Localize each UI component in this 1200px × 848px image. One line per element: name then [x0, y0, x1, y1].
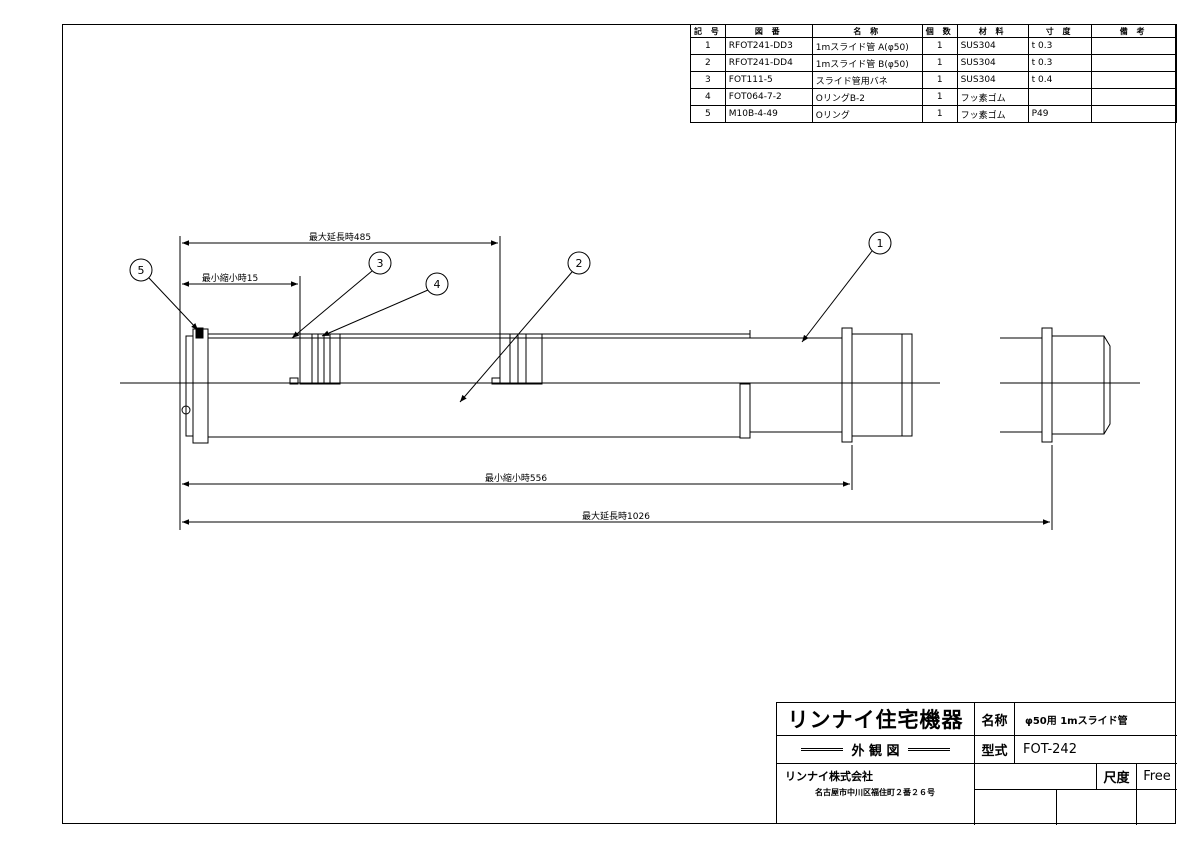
parts-table-header: 記 号 図 番 名 称 個 数 材 料 寸 度 備 考 [690, 24, 1177, 38]
table-row: 2 RFOT241-DD4 1mスライド管 B(φ50) 1 SUS304 t … [690, 54, 1177, 72]
leader-2 [459, 271, 573, 403]
company-address: 名古屋市中川区福住町２番２６号 [815, 788, 935, 797]
cell-dimension: P49 [1027, 105, 1092, 123]
cell-no: 5 [690, 105, 726, 123]
view-name-cell: 外 観 図 [777, 736, 975, 764]
leader-3 [291, 270, 373, 339]
tube-b-shoulder [901, 333, 913, 437]
spring-section [299, 333, 341, 385]
view-name: 外 観 図 [851, 744, 900, 759]
tube-right-end [1052, 335, 1111, 435]
name-label: 名称 [981, 713, 1008, 729]
view-name-rule [801, 748, 844, 751]
tube-right-ring [1041, 327, 1053, 443]
title-block: リンナイ住宅機器 外 観 図 リンナイ株式会社 名古屋市中川区福住町２番２６号 … [776, 702, 1177, 825]
slide-tab [491, 377, 501, 385]
o-ring-5 [195, 327, 204, 339]
leader-1 [801, 250, 873, 343]
scale-value-cell: Free [1137, 764, 1177, 790]
balloon-2 [567, 251, 591, 275]
spring-tab [289, 377, 299, 385]
dim-label-485: 最大延長時485 [309, 231, 371, 243]
balloon-1 [868, 231, 892, 255]
table-row: 4 FOT064-7-2 OリングB-2 1 フッ素ゴム [690, 88, 1177, 106]
company-small: リンナイ株式会社 [785, 770, 873, 783]
balloon-5 [129, 258, 153, 282]
table-row: 5 M10B-4-49 Oリング 1 フッ素ゴム P49 [690, 105, 1177, 123]
balloon-2-label: 2 [576, 257, 583, 270]
company-cell: リンナイ住宅機器 [777, 703, 975, 736]
balloon-4 [425, 272, 449, 296]
balloon-1-label: 1 [877, 237, 884, 250]
balloon-3-label: 3 [377, 257, 384, 270]
table-row: 3 FOT111-5 スライド管用バネ 1 SUS304 t 0.4 [690, 71, 1177, 89]
blank-cell [1057, 790, 1137, 825]
model-value-cell: FOT-242 [1015, 736, 1177, 764]
scale-label-cell: 尺度 [1097, 764, 1137, 790]
model-label-cell: 型式 [975, 736, 1015, 764]
end-flange [185, 335, 194, 437]
blank-cell [975, 764, 1097, 790]
name-label-cell: 名称 [975, 703, 1015, 736]
view-name-rule [907, 748, 950, 751]
leader-5 [148, 277, 199, 331]
joint-collar [739, 383, 751, 439]
model-value: FOT-242 [1023, 742, 1077, 757]
cell-name: Oリング [811, 105, 923, 123]
parts-table: 記 号 図 番 名 称 個 数 材 料 寸 度 備 考 1 RFOT241-DD… [690, 24, 1177, 123]
cell-material: フッ素ゴム [956, 105, 1029, 123]
company-info-cell: リンナイ株式会社 名古屋市中川区福住町２番２６号 [777, 764, 975, 825]
dim-label-556: 最小縮小時556 [485, 472, 547, 484]
blank-cell [975, 790, 1057, 825]
balloon-3 [368, 251, 392, 275]
scale-label: 尺度 [1103, 771, 1130, 786]
dim-label-1026: 最大延長時1026 [582, 510, 650, 522]
name-value-cell: φ50用 1mスライド管 [1015, 703, 1177, 736]
balloon-4-label: 4 [434, 278, 441, 291]
name-value: φ50用 1mスライド管 [1025, 715, 1128, 727]
end-collar [192, 328, 209, 444]
tube-b-ring [841, 327, 853, 443]
scale-value: Free [1143, 769, 1171, 784]
balloon-5-label: 5 [138, 264, 145, 277]
slide-section [499, 333, 543, 385]
company-logo-text: リンナイ住宅機器 [787, 708, 964, 732]
pin-icon [181, 405, 191, 415]
cell-remarks [1090, 105, 1177, 123]
leader-4 [321, 289, 429, 337]
drawing-frame [62, 24, 1176, 824]
dim-label-15: 最小縮小時15 [202, 272, 258, 284]
model-label: 型式 [981, 744, 1008, 759]
